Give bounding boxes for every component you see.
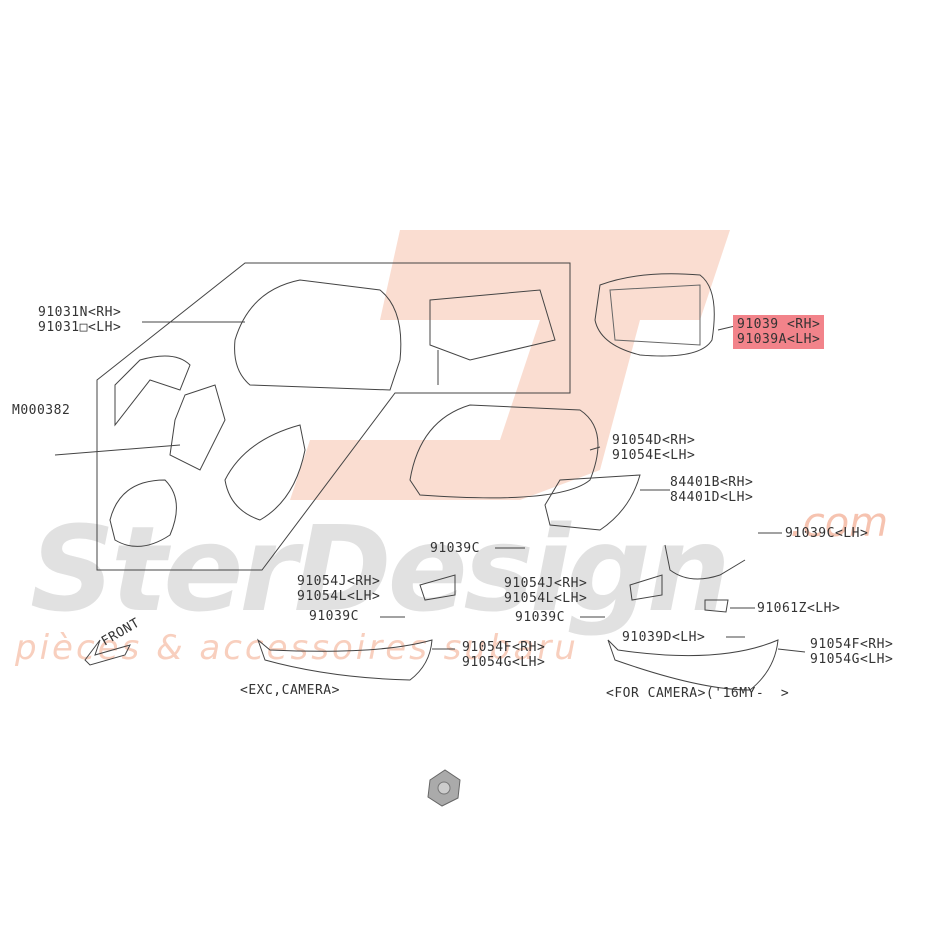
- label-turn-lamp: 84401B<RH> 84401D<LH>: [670, 475, 754, 505]
- label-screw-c2: 91039C: [309, 609, 359, 624]
- label-bracket-right: 91054J<RH> 91054L<LH>: [504, 576, 588, 606]
- label-garnish-right: 91054F<RH> 91054G<LH>: [810, 637, 894, 667]
- watermark-brand: SterDesign: [30, 500, 731, 638]
- label-camera: 91061Z<LH>: [757, 601, 841, 616]
- label-screw-c1: 91039C: [430, 541, 480, 556]
- note-exc-camera: <EXC,CAMERA>: [240, 683, 340, 698]
- label-screw-c3: 91039C: [515, 610, 565, 625]
- label-cover: 91054D<RH> 91054E<LH>: [612, 433, 696, 463]
- watermark-domain: .com: [790, 500, 889, 546]
- label-screw-m: M000382: [12, 403, 71, 418]
- label-bracket-left: 91054J<RH> 91054L<LH>: [297, 574, 381, 604]
- watermark-tagline: pièces & accessoires subaru: [15, 628, 579, 668]
- label-screw-c-lh: 91039C<LH>: [785, 526, 869, 541]
- label-mirror-assy: 91031N<RH> 91031□<LH>: [38, 305, 122, 335]
- note-for-camera: <FOR CAMERA>('16MY- >: [606, 686, 790, 701]
- label-garnish-left: 91054F<RH> 91054G<LH>: [462, 640, 546, 670]
- label-screw-d: 91039D<LH>: [622, 630, 706, 645]
- label-mirror-glass-highlighted[interactable]: 91039 <RH> 91039A<LH>: [733, 315, 825, 349]
